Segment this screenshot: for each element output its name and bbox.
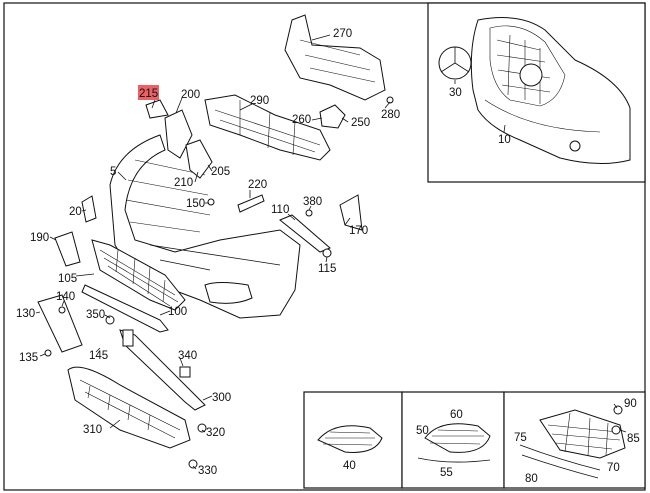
mounting-bracket-270 (284, 14, 386, 101)
label-190: 190 (30, 232, 49, 244)
label-280: 280 (381, 109, 400, 121)
bracket-220 (237, 194, 265, 213)
label-310: 310 (83, 424, 102, 436)
label-350: 350 (86, 309, 105, 321)
label-300: 300 (212, 392, 231, 404)
clip-110 (279, 214, 331, 253)
label-340: 340 (178, 350, 197, 362)
label-50: 50 (416, 425, 429, 437)
label-220: 220 (248, 179, 267, 191)
label-215: 215 (139, 88, 158, 100)
label-110: 110 (271, 204, 289, 216)
lower-grille (91, 239, 186, 311)
inset-boxes-bottom (303, 391, 646, 489)
label-60: 60 (450, 409, 463, 421)
label-200: 200 (181, 89, 200, 101)
label-80: 80 (525, 473, 538, 485)
support-bracket (119, 329, 206, 411)
label-20: 20 (69, 206, 82, 218)
label-135: 135 (19, 352, 38, 364)
bracket-210 (185, 139, 213, 179)
label-70: 70 (607, 462, 620, 474)
callout-labels: 215 200 270 290 260 250 280 5 205 210 22… (16, 28, 640, 485)
bracket-260 (319, 104, 346, 129)
label-260: 260 (292, 114, 311, 126)
impact-absorber-290 (204, 94, 331, 161)
label-10: 10 (498, 134, 511, 146)
fasteners (44, 96, 623, 469)
front-spoiler (67, 366, 191, 449)
label-250: 250 (351, 117, 370, 129)
label-115: 115 (318, 263, 336, 275)
label-290: 290 (250, 95, 269, 107)
label-150: 150 (186, 198, 205, 210)
diagram-frame (3, 2, 646, 491)
label-320: 320 (206, 427, 225, 439)
label-5: 5 (110, 166, 116, 178)
cover-170 (339, 194, 363, 231)
label-330: 330 (198, 465, 217, 477)
label-380: 380 (303, 196, 322, 208)
label-210: 210 (174, 177, 193, 189)
inset-vehicle-front (427, 2, 646, 183)
label-40: 40 (343, 460, 356, 472)
trim-strip (81, 284, 169, 333)
label-85: 85 (627, 433, 640, 445)
label-90: 90 (624, 398, 637, 410)
label-140: 140 (56, 291, 75, 303)
highlight-215 (138, 85, 159, 100)
label-100: 100 (168, 306, 187, 318)
label-30: 30 (449, 87, 462, 99)
bracket-190 (54, 231, 81, 267)
leader-lines (35, 34, 627, 470)
bracket-20 (81, 195, 97, 223)
bracket-215 (145, 99, 169, 119)
label-205: 205 (211, 166, 230, 178)
label-130: 130 (16, 308, 35, 320)
label-270: 270 (333, 28, 352, 40)
label-170: 170 (349, 225, 368, 237)
label-105: 105 (58, 273, 77, 285)
label-145: 145 (89, 350, 108, 362)
label-75: 75 (514, 432, 527, 444)
label-55: 55 (440, 467, 453, 479)
license-plate-holder (37, 294, 83, 353)
